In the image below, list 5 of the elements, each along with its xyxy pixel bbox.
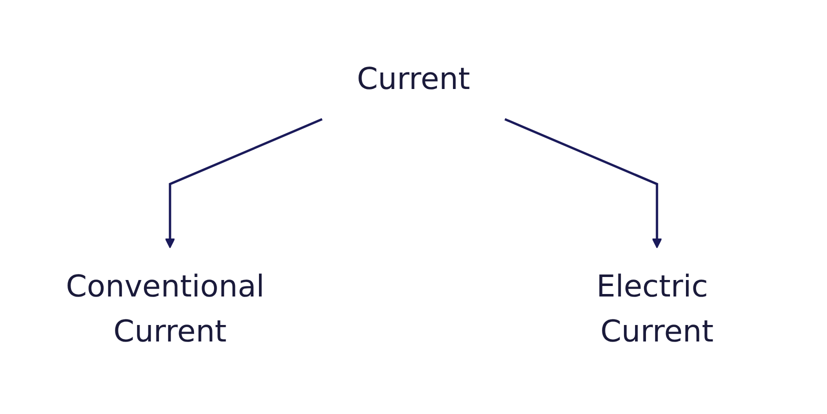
arrow <box>504 118 662 249</box>
node-text: Current <box>356 62 470 98</box>
node-text: Electric Current <box>596 270 714 350</box>
node-text: Conventional Current <box>66 270 265 350</box>
arrow <box>164 118 323 249</box>
